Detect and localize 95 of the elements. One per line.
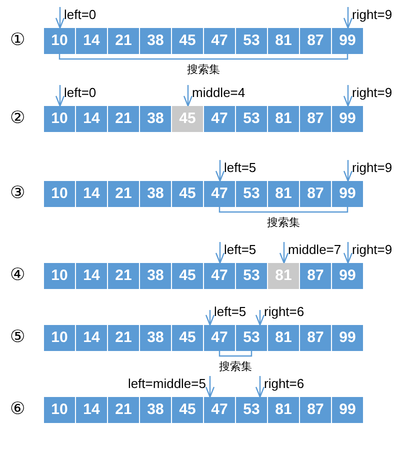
arrow (183, 85, 193, 107)
step-number: ① (10, 32, 26, 49)
array-cell: 99 (332, 397, 363, 423)
array-cell: 45 (172, 397, 203, 423)
pointer-label: right=9 (352, 161, 392, 174)
array-cell: 53 (236, 325, 267, 351)
pointer-label: right=9 (352, 86, 392, 99)
array-cell: 21 (108, 325, 139, 351)
step-number: ② (10, 110, 26, 127)
array-cell: 87 (300, 397, 331, 423)
arrow (343, 242, 353, 264)
array-cell: 53 (236, 263, 267, 289)
array-cell: 14 (76, 28, 107, 54)
array-cell: 10 (44, 181, 75, 207)
arrow (343, 160, 353, 182)
array-cell: 53 (236, 181, 267, 207)
array-cell: 14 (76, 325, 107, 351)
array-cell: 99 (332, 181, 363, 207)
array-cell: 38 (140, 263, 171, 289)
array-cell: 45 (172, 325, 203, 351)
array-cell: 53 (236, 397, 267, 423)
array-cell: 53 (236, 28, 267, 54)
pointer-label: middle=7 (288, 243, 342, 256)
array-cell: 87 (300, 28, 331, 54)
array-cell: 45 (172, 181, 203, 207)
arrow (255, 376, 265, 398)
array-cell: 38 (140, 397, 171, 423)
step-number: ④ (10, 267, 26, 284)
array-cell: 99 (332, 325, 363, 351)
pointer-label: right=6 (264, 305, 304, 318)
array-cell: 10 (44, 263, 75, 289)
pointer-label: middle=4 (192, 86, 246, 99)
array-cell: 47 (204, 28, 235, 54)
pointer-label: left=0 (64, 8, 96, 21)
array-cell: 87 (300, 106, 331, 132)
array-cell: 10 (44, 106, 75, 132)
array-cell: 81 (268, 397, 299, 423)
pointer-label: right=9 (352, 243, 392, 256)
arrow (215, 242, 225, 264)
array-cell: 21 (108, 181, 139, 207)
step-number: ⑥ (10, 401, 26, 418)
search-set-label: 搜索集 (267, 217, 300, 228)
array-cell: 47 (204, 397, 235, 423)
array-cell: 10 (44, 397, 75, 423)
array-cell: 87 (300, 181, 331, 207)
array-cell: 14 (76, 263, 107, 289)
pointer-label: left=middle=5 (128, 377, 206, 390)
array-cell: 99 (332, 106, 363, 132)
pointer-label: left=5 (224, 161, 256, 174)
array-cell: 21 (108, 397, 139, 423)
array-cell: 21 (108, 263, 139, 289)
pointer-label: left=5 (214, 305, 246, 318)
array-cell: 14 (76, 106, 107, 132)
array-cell: 21 (108, 106, 139, 132)
array-cell: 10 (44, 325, 75, 351)
array-cell: 38 (140, 181, 171, 207)
arrow (255, 310, 265, 326)
array-cell: 81 (268, 106, 299, 132)
arrow (205, 376, 215, 398)
pointer-label: left=0 (64, 86, 96, 99)
step-number: ③ (10, 185, 26, 202)
array-cell: 47 (204, 263, 235, 289)
arrow (343, 85, 353, 107)
array-cell: 14 (76, 397, 107, 423)
array-cell: 81 (268, 325, 299, 351)
array-cell: 38 (140, 106, 171, 132)
array-cell: 81 (268, 28, 299, 54)
array-cell: 99 (332, 263, 363, 289)
array-cell: 45 (172, 28, 203, 54)
array-cell: 87 (300, 263, 331, 289)
array-cell: 38 (140, 28, 171, 54)
array-cell: 10 (44, 28, 75, 54)
array-cell: 38 (140, 325, 171, 351)
arrow (343, 7, 353, 29)
search-set-label: 搜索集 (219, 361, 252, 372)
array-cell: 47 (204, 325, 235, 351)
array-cell: 81 (268, 181, 299, 207)
step-number: ⑤ (10, 329, 26, 346)
arrow (279, 242, 289, 264)
array-cell: 47 (204, 106, 235, 132)
array-cell: 47 (204, 181, 235, 207)
pointer-label: right=6 (264, 377, 304, 390)
array-cell: 53 (236, 106, 267, 132)
array-cell: 45 (172, 263, 203, 289)
search-set-label: 搜索集 (187, 64, 220, 75)
pointer-label: left=5 (224, 243, 256, 256)
array-cell: 87 (300, 325, 331, 351)
array-cell: 21 (108, 28, 139, 54)
arrow (55, 7, 65, 29)
arrow (215, 160, 225, 182)
array-cell: 99 (332, 28, 363, 54)
pointer-label: right=9 (352, 8, 392, 21)
arrow (205, 310, 215, 326)
array-cell: 14 (76, 181, 107, 207)
arrow (55, 85, 65, 107)
